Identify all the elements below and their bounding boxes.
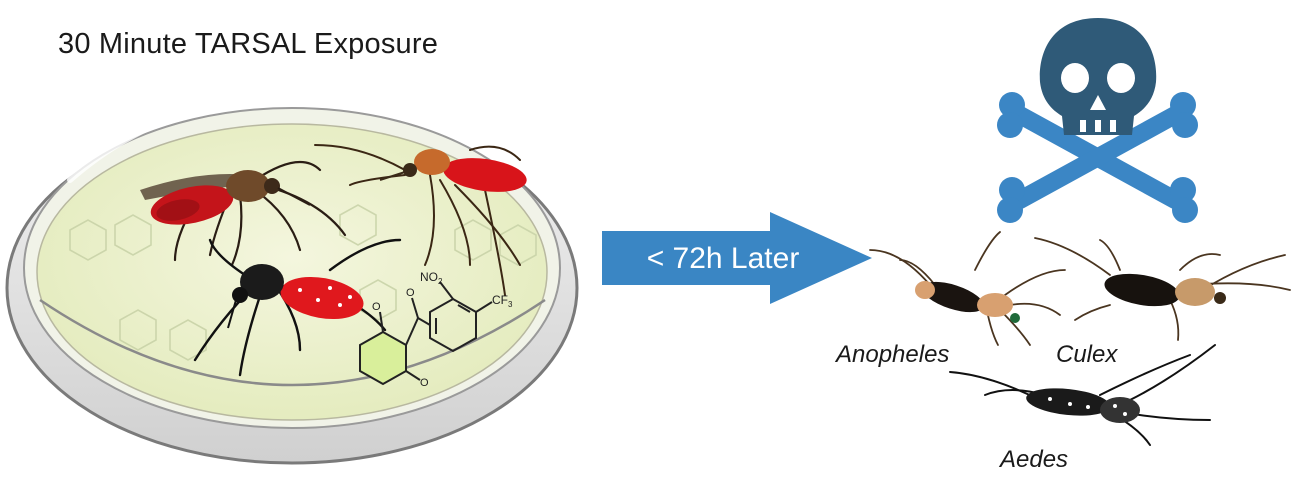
dead-mosquito-anopheles bbox=[869, 231, 1066, 346]
mosquito-blood-fed-3 bbox=[193, 238, 402, 377]
svg-text:O: O bbox=[372, 301, 381, 313]
trifluoromethyl-label: CF3 bbox=[492, 293, 513, 309]
mosquito-blood-fed-2 bbox=[314, 144, 527, 296]
mosquito-blood-fed-1 bbox=[140, 160, 347, 267]
svg-text:O: O bbox=[420, 377, 429, 389]
arrow-label: < 72h Later bbox=[646, 242, 800, 275]
nitro-label: NO2 bbox=[420, 270, 443, 286]
figure-title: 30 Minute TARSAL Exposure bbox=[58, 28, 439, 60]
dead-mosquito-aedes bbox=[949, 344, 1216, 446]
species-label-anopheles: Anopheles bbox=[836, 341, 950, 368]
time-arrow bbox=[602, 212, 872, 304]
species-label-culex: Culex bbox=[1056, 341, 1118, 368]
skull-and-crossbones-icon bbox=[997, 18, 1198, 223]
svg-text:O: O bbox=[406, 287, 415, 299]
species-label-aedes: Aedes bbox=[1000, 446, 1069, 473]
faint-molecules bbox=[69, 204, 537, 361]
molecule-structure: O O O NO2 CF3 bbox=[359, 270, 513, 389]
dead-mosquito-culex bbox=[1034, 237, 1291, 341]
